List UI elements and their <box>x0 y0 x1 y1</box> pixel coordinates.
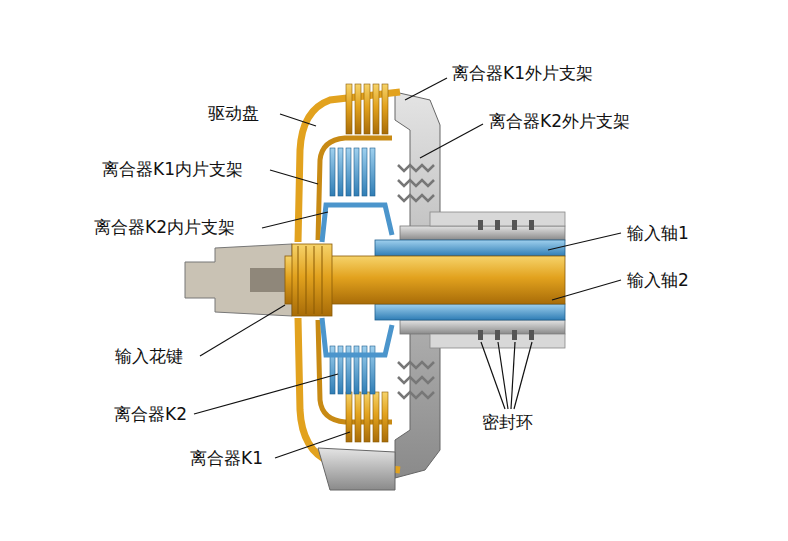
part-label: 离合器K1 <box>188 447 265 469</box>
leader-lines <box>194 78 621 458</box>
part-label: 输入轴1 <box>625 222 691 244</box>
part-label: 离合器K2 <box>112 403 189 425</box>
part-label: 离合器K1内片支架 <box>100 158 245 180</box>
part-label: 离合器K1外片支架 <box>450 62 595 84</box>
part-label: 离合器K2内片支架 <box>92 216 237 238</box>
part-label: 驱动盘 <box>206 102 261 124</box>
part-label: 密封环 <box>480 411 535 433</box>
part-label: 输入花键 <box>113 345 185 367</box>
part-label: 离合器K2外片支架 <box>487 110 632 132</box>
part-label: 输入轴2 <box>625 269 691 291</box>
